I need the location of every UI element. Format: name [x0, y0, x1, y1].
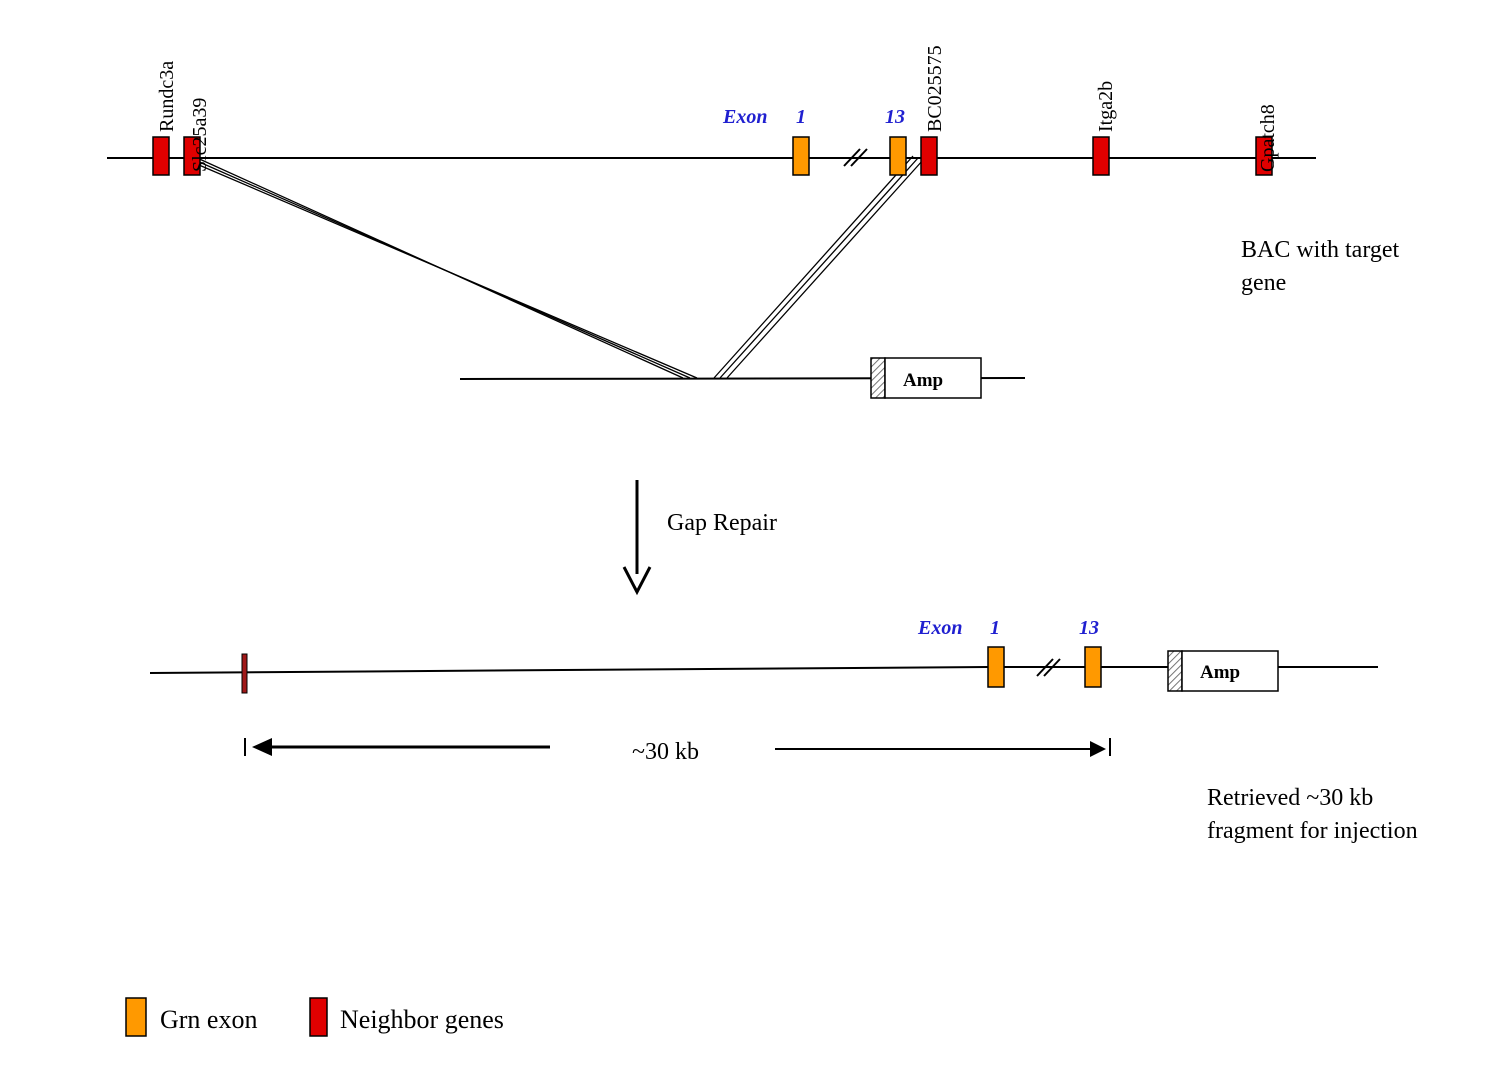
retrieved-amp-box — [1181, 650, 1279, 692]
bac-exon-1-box — [792, 136, 810, 176]
retrieved-exon-13-box — [1084, 646, 1102, 688]
gene-box-gpatch8 — [1255, 136, 1273, 176]
vector-amp-label: Amp — [903, 370, 943, 391]
bac-break-mark — [843, 148, 868, 167]
size-dimension — [244, 738, 1111, 757]
retrieved-backbone-left — [149, 666, 989, 674]
legend-swatch-neighbor-genes — [309, 997, 328, 1037]
bac-caption-line2: gene — [1241, 270, 1286, 296]
retrieved-junction-marker — [241, 653, 248, 694]
retrieved-amp-label: Amp — [1200, 662, 1240, 683]
retrieved-exon-1-label: 1 — [990, 617, 1000, 639]
gap-repair-label: Gap Repair — [667, 510, 777, 536]
retrieved-exon-13-label: 13 — [1079, 617, 1099, 639]
homology-arm-left — [194, 156, 698, 379]
gene-box-bc025575 — [920, 136, 938, 176]
retrieved-exon-1-box — [987, 646, 1005, 688]
legend: Grn exon Neighbor genes — [125, 997, 504, 1037]
bac-exon-word: Exon — [722, 106, 767, 128]
gene-box-rundc3a — [152, 136, 170, 176]
retrieved-ori-hatch — [1167, 650, 1183, 692]
retrieved-break-mark — [1036, 658, 1061, 677]
gene-label-rundc3a: Rundc3a — [156, 61, 178, 132]
gene-label-itga2b: Itga2b — [1095, 81, 1117, 132]
homology-arm-right — [713, 155, 924, 379]
size-label: ~30 kb — [632, 739, 699, 765]
legend-swatch-grn-exon — [125, 997, 147, 1037]
retrieved-caption-line1: Retrieved ~30 kb — [1207, 785, 1373, 811]
vector-amp-box — [884, 357, 982, 399]
bac-section: Rundc3a Slc25a39 BC025575 Itga2b Gpatch8… — [107, 45, 1400, 379]
retrieved-exon-word: Exon — [917, 617, 962, 639]
gene-label-bc025575: BC025575 — [924, 45, 946, 132]
retrieved-caption-line2: fragment for injection — [1207, 818, 1418, 844]
gene-box-itga2b — [1092, 136, 1110, 176]
legend-label-neighbor-genes: Neighbor genes — [340, 1005, 504, 1034]
bac-exon-13-label: 13 — [885, 106, 905, 128]
gene-label-gpatch8: Gpatch8 — [1257, 104, 1279, 172]
bac-exon-13-box — [889, 136, 907, 176]
gap-repair-step: Gap Repair — [622, 480, 777, 596]
gene-label-slc25a39: Slc25a39 — [189, 98, 211, 172]
retrieval-vector: Amp — [459, 357, 1026, 399]
bac-exon-1-label: 1 — [796, 106, 806, 128]
retrieved-section: Amp Exon 1 13 ~30 kb Retrieved ~30 kb fr… — [149, 617, 1418, 844]
gene-box-slc25a39 — [183, 136, 201, 176]
vector-ori-hatch — [870, 357, 886, 399]
legend-label-grn-exon: Grn exon — [160, 1005, 257, 1034]
gap-repair-arrowhead — [622, 566, 652, 596]
bac-caption-line1: BAC with target — [1241, 237, 1400, 263]
